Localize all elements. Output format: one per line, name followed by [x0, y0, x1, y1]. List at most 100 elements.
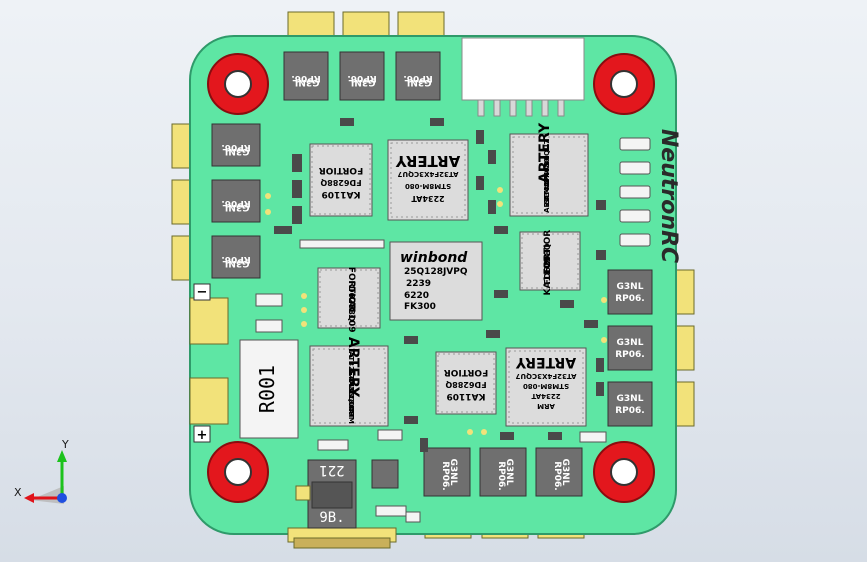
chip-label: ARTERY: [515, 354, 576, 370]
top-connector: [461, 37, 585, 117]
mosfet-label: RP06.: [440, 461, 450, 490]
mosfet: G3NL RP06.: [395, 51, 441, 101]
minus-sign: −: [197, 285, 208, 300]
chip-label: KA1109: [322, 189, 361, 199]
mcu-chip: ARM 2234AT STM8M-080 AT32F4X3CQU7 ARTERY: [505, 347, 587, 427]
driver-chip: KA1109 FD6288Q FORTIOR: [519, 230, 581, 296]
mosfet-label: G3NL: [617, 394, 644, 404]
mosfet: G3NL RP06.: [607, 381, 653, 427]
mosfet-label: G3NL: [504, 459, 514, 486]
mosfet-label: G3NL: [222, 202, 249, 212]
driver-chip: KA1109 FD6288Q FORTIOR: [435, 351, 497, 415]
mosfet-label: RP06.: [403, 73, 432, 83]
shunt-resistor: R001: [239, 339, 299, 439]
flash-code: 2239: [406, 279, 431, 289]
mosfet-label: G3NL: [560, 459, 570, 486]
mosfet-label: G3NL: [617, 282, 644, 292]
mosfet: G3NL RP06.: [211, 235, 261, 279]
flash-lot: FK300: [404, 302, 436, 312]
mosfet-label: RP06.: [615, 406, 644, 416]
chip-label: 2234AT: [411, 194, 445, 203]
mosfet-label: RP06.: [347, 73, 376, 83]
mosfet: G3NL RP06.: [607, 269, 653, 315]
shunt-label: R001: [255, 365, 279, 413]
chip-label: ARM: [543, 195, 551, 213]
mosfet-label: RP06.: [552, 461, 562, 490]
chip-label: FORTIOR: [319, 165, 363, 175]
chip-label: 2234AT: [543, 177, 551, 206]
x-axis-label: X: [14, 486, 22, 499]
driver-chip: FORTIOR FD6288Q KA1109: [317, 267, 381, 333]
chip-label: FD6288Q: [347, 280, 356, 321]
mosfet-label: G3NL: [222, 258, 249, 268]
chip-label: ARM: [537, 402, 555, 410]
power-pad-negative: −: [189, 283, 229, 345]
chip-label: KA1109: [346, 294, 356, 333]
chip-label: STM8M-080: [347, 370, 355, 416]
axis-triad[interactable]: Y X: [14, 438, 69, 504]
chip-label: KA1109: [543, 257, 553, 296]
mosfet: G3NL RP06.: [607, 325, 653, 371]
chip-label: ARM: [347, 406, 355, 424]
flash-chip: winbond 25Q128JVPQ 2239 6220 FK300: [389, 241, 483, 321]
y-axis-label: Y: [61, 438, 69, 451]
chip-label: 2234AT: [347, 389, 355, 418]
flash-lot: 6220: [404, 291, 429, 301]
mosfet-label: G3NL: [292, 77, 319, 87]
chip-label: FD6288Q: [445, 380, 486, 389]
chip-label: FORTIOR: [543, 230, 553, 274]
plus-sign: +: [197, 428, 208, 443]
mosfet: G3NL RP06.: [423, 447, 471, 497]
mosfet-label: RP06.: [615, 294, 644, 304]
test-points: [265, 187, 607, 435]
mosfet: G3NL RP06.: [339, 51, 385, 101]
chip-label: KA1109: [447, 391, 486, 401]
chip-label: AT32F4X3CQU7: [543, 139, 551, 200]
driver-chip: KA1109 FD6288Q FORTIOR: [309, 143, 373, 217]
mosfet: G3NL RP06.: [211, 179, 261, 223]
mosfet-label: G3NL: [222, 146, 249, 156]
mosfet-label: RP06.: [221, 198, 250, 208]
chip-label: ARTERY: [395, 152, 461, 170]
bottom-connector: [287, 527, 397, 549]
mcu-chip: ARM 2234AT STM8M-080 AT32F4X3CQU7 ARTERY: [509, 122, 589, 217]
chip-label: FD6288Q: [320, 178, 361, 187]
mosfet: G3NL RP06.: [211, 123, 261, 167]
chip-label: STM8M-080: [543, 158, 551, 204]
voltage-regulator: 221 9B.: [295, 459, 399, 529]
chip-label: AT32F4X3CQU7: [397, 170, 458, 178]
regulator-label: 221: [319, 462, 344, 478]
chip-label: AT32F4X3CQU7: [515, 372, 576, 380]
mosfet-label: G3NL: [404, 77, 431, 87]
mosfet-label: RP06.: [615, 350, 644, 360]
mcu-chip: ARTERY AT32F4X3CQU7 STM8M-080 2234AT ARM: [309, 337, 389, 427]
regulator-label: 9B.: [319, 510, 344, 526]
chip-label: ARTERY: [345, 337, 361, 398]
mcu-chip: 2234AT STM8M-080 AT32F4X3CQU7 ARTERY: [387, 139, 469, 221]
flash-part: 25Q128JVPQ: [404, 267, 468, 277]
mosfet: G3NL RP06.: [479, 447, 527, 497]
status-leds: [619, 137, 651, 247]
mosfet-label: RP06.: [496, 461, 506, 490]
flash-brand: winbond: [400, 250, 468, 266]
chip-label: 2234AT: [531, 392, 560, 400]
mosfet-label: RP06.: [221, 142, 250, 152]
chip-label: FORTIOR: [346, 267, 356, 311]
passive-components: [255, 118, 607, 523]
chip-label: FD6288Q: [543, 243, 552, 284]
chip-label: FORTIOR: [444, 367, 488, 377]
mosfet: G3NL RP06.: [535, 447, 583, 497]
chip-label: ARTERY: [537, 122, 553, 183]
mosfet-label: G3NL: [348, 77, 375, 87]
chip-label: AT32F4X3CQU7: [347, 352, 355, 413]
mosfet-label: G3NL: [617, 338, 644, 348]
brand-logo-text: NeutronRC: [656, 129, 681, 263]
power-pad-positive: +: [189, 377, 229, 443]
chip-label: STM8M-080: [523, 382, 569, 390]
mosfet-label: RP06.: [221, 254, 250, 264]
mosfet-label: RP06.: [291, 73, 320, 83]
mosfet: G3NL RP06.: [283, 51, 329, 101]
mounting-holes: [207, 53, 655, 503]
chip-label: STM8M-080: [405, 182, 451, 190]
